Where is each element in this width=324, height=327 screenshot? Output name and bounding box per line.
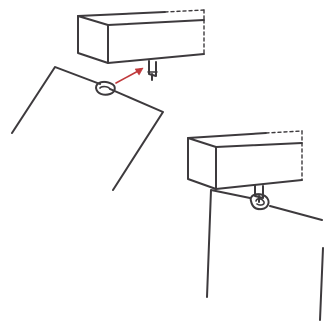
direction-arrow [115,67,144,84]
hanging-fabric-outline [11,66,164,191]
rail-block-after [187,130,303,190]
rail-block-before [77,9,205,64]
attached-ring-hook [249,193,270,211]
hanging-fabric-after [206,189,324,321]
fabric-ring-hook [95,80,116,96]
panel-before [11,9,205,191]
rail-glider-before [147,60,158,81]
panel-after [187,130,324,321]
